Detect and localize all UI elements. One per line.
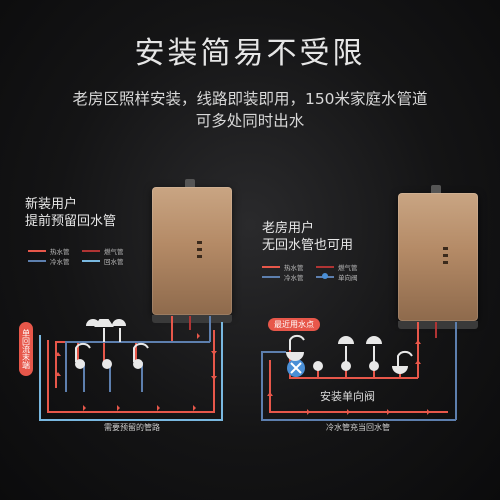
right-label-line2: 无回水管也可用 bbox=[262, 238, 354, 253]
headline: 安装简易不受限 bbox=[134, 36, 366, 71]
legend-hot-r: 热水管 bbox=[284, 264, 304, 272]
left-return-loop bbox=[39, 322, 223, 421]
right-flow-arrows bbox=[267, 340, 430, 415]
legend-return: 回水管 bbox=[104, 258, 124, 266]
left-flow-arrows bbox=[55, 333, 217, 411]
valve-label: 安装单向阀 bbox=[320, 390, 375, 403]
right-cold-return bbox=[261, 351, 456, 421]
left-fixture-drops bbox=[75, 359, 143, 369]
heater-base bbox=[398, 321, 478, 329]
left-panel-label: 新装用户 提前预留回水管 bbox=[25, 196, 116, 230]
right-fixtures bbox=[289, 334, 413, 366]
faucet-icon bbox=[133, 342, 149, 362]
left-label-line1: 新装用户 bbox=[25, 197, 78, 212]
subtitle: 老房区照样安装，线路即装即用，150米家庭水管道 可多处同时出水 bbox=[20, 88, 480, 132]
legend-cold: 冷水管 bbox=[50, 258, 70, 266]
basin-icon bbox=[392, 366, 408, 374]
right-label-line1: 老房用户 bbox=[262, 221, 315, 236]
basin-icon bbox=[102, 359, 112, 369]
left-label-line2: 提前预留回水管 bbox=[25, 214, 117, 229]
shower-icon bbox=[366, 336, 382, 344]
right-water-heater bbox=[398, 185, 478, 329]
shower-heads bbox=[86, 319, 126, 326]
legend-hot: 热水管 bbox=[50, 248, 70, 256]
legend-gas-r: 燃气管 bbox=[338, 264, 358, 272]
heater-display bbox=[443, 245, 448, 266]
legend-cold-r: 冷水管 bbox=[284, 274, 304, 282]
left-tag: 单回流末端 bbox=[19, 322, 33, 376]
basin-icon bbox=[313, 361, 323, 371]
heater-base bbox=[152, 315, 232, 323]
right-tag: 最近用水点 bbox=[268, 318, 320, 331]
right-legend: 热水管 燃气管 冷水管 单向阀 bbox=[262, 262, 370, 282]
basin-icon bbox=[369, 361, 379, 371]
left-water-heater bbox=[152, 179, 232, 323]
right-caption: 冷水管充当回水管 bbox=[326, 423, 390, 432]
left-hot-trunk bbox=[55, 341, 172, 388]
faucet-icon bbox=[397, 350, 413, 366]
left-pipes bbox=[39, 316, 223, 421]
subtitle-line1: 老房区照样安装，线路即装即用，150米家庭水管道 bbox=[72, 90, 428, 108]
heater-flue bbox=[185, 179, 195, 187]
check-valve-icon bbox=[287, 359, 305, 377]
legend-gas: 燃气管 bbox=[104, 248, 124, 256]
subtitle-line2: 可多处同时出水 bbox=[195, 112, 305, 130]
heater-display bbox=[197, 239, 202, 260]
faucet-icon bbox=[75, 342, 91, 362]
right-fixture-shapes bbox=[286, 336, 408, 374]
heater-flue bbox=[431, 185, 441, 193]
basin-icon bbox=[75, 359, 85, 369]
shower-icon bbox=[338, 336, 354, 344]
right-panel-label: 老房用户 无回水管也可用 bbox=[262, 220, 353, 254]
basin-icon bbox=[341, 361, 351, 371]
basin-icon bbox=[286, 352, 304, 361]
legend-valve-r: 单向阀 bbox=[338, 274, 358, 282]
basin-icon bbox=[133, 359, 143, 369]
left-caption: 需要预留的管路 bbox=[104, 423, 160, 432]
left-cold-line bbox=[65, 341, 210, 392]
faucet-icon bbox=[289, 334, 305, 350]
left-return-hot bbox=[47, 330, 215, 413]
left-legend: 热水管 燃气管 冷水管 回水管 bbox=[28, 246, 136, 266]
